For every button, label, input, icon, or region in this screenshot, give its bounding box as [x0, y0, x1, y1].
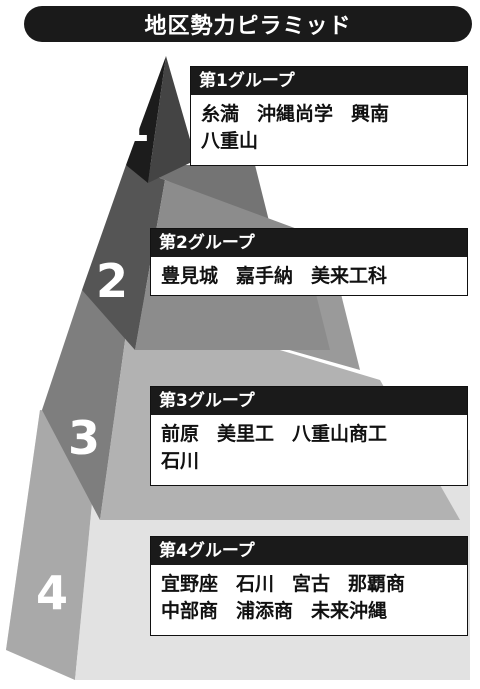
team-name: 豊見城	[161, 265, 219, 287]
group-4-box: 第4グループ 宜野座石川宮古那覇商 中部商浦添商未来沖縄	[150, 536, 468, 636]
team-name: 八重山商工	[292, 423, 388, 445]
group-2-members: 豊見城嘉手納美来工科	[151, 257, 467, 296]
group-3-box: 第3グループ 前原美里工八重山商工 石川	[150, 386, 468, 486]
group-3-members: 前原美里工八重山商工 石川	[151, 415, 467, 481]
team-name: 嘉手納	[236, 265, 294, 287]
team-name: 浦添商	[236, 600, 294, 622]
tier-number-3: 3	[68, 411, 101, 465]
group-1-heading: 第1グループ	[191, 67, 467, 95]
team-name: 興南	[351, 103, 390, 125]
team-name: 那覇商	[348, 573, 406, 595]
tier-1-right-face	[148, 56, 196, 183]
group-2-box: 第2グループ 豊見城嘉手納美来工科	[150, 228, 468, 296]
team-name: 糸満	[201, 103, 240, 125]
tier-number-1: 1	[118, 98, 151, 152]
group-2-line-1: 豊見城嘉手納美来工科	[161, 263, 457, 290]
team-name: 前原	[161, 423, 200, 445]
team-name: 未来沖縄	[311, 600, 388, 622]
team-name: 宜野座	[161, 573, 219, 595]
group-4-line-1: 宜野座石川宮古那覇商	[161, 571, 457, 598]
group-3-line-2: 石川	[161, 448, 457, 475]
team-name: 八重山	[201, 130, 259, 152]
group-4-line-2: 中部商浦添商未来沖縄	[161, 598, 457, 625]
team-name: 美来工科	[311, 265, 388, 287]
group-1-line-2: 八重山	[201, 128, 457, 155]
page-title: 地区勢力ピラミッド	[24, 6, 472, 42]
team-name: 沖縄尚学	[257, 103, 334, 125]
team-name: 中部商	[161, 600, 219, 622]
tier-2-left-face	[82, 165, 165, 350]
tier-2-top-face	[126, 165, 270, 225]
group-1-box: 第1グループ 糸満沖縄尚学興南 八重山	[190, 66, 468, 166]
tier-number-4: 4	[36, 566, 69, 620]
team-name: 石川	[236, 573, 275, 595]
tier-number-2: 2	[96, 254, 129, 308]
team-name: 石川	[161, 450, 200, 472]
group-1-members: 糸満沖縄尚学興南 八重山	[191, 95, 467, 161]
group-2-heading: 第2グループ	[151, 229, 467, 257]
tier-4-left-face	[6, 410, 100, 680]
tier-3-left-face	[42, 290, 130, 520]
group-3-line-1: 前原美里工八重山商工	[161, 421, 457, 448]
group-4-heading: 第4グループ	[151, 537, 467, 565]
group-1-line-1: 糸満沖縄尚学興南	[201, 101, 457, 128]
team-name: 宮古	[292, 573, 331, 595]
group-4-members: 宜野座石川宮古那覇商 中部商浦添商未来沖縄	[151, 565, 467, 631]
group-3-heading: 第3グループ	[151, 387, 467, 415]
team-name: 美里工	[217, 423, 275, 445]
tier-1-left-face	[126, 56, 166, 183]
